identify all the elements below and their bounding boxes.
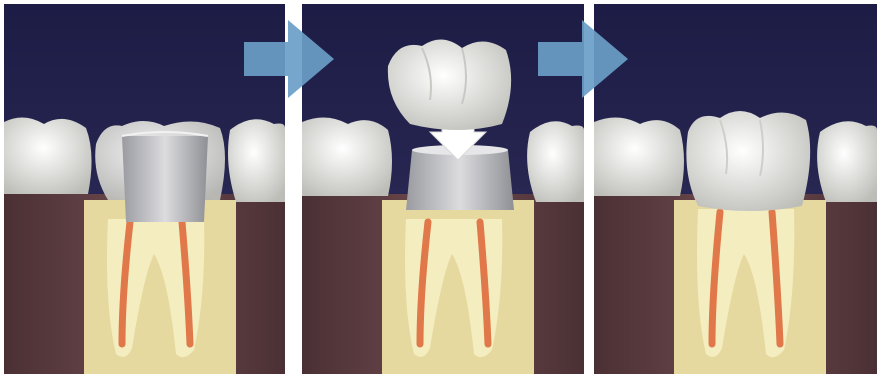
prepared-tooth-illustration [4, 4, 285, 374]
step-arrow-right-icon [244, 14, 340, 104]
panel-prepared-tooth [4, 4, 285, 374]
crown-seated-illustration [594, 4, 877, 374]
panel-crown-seated [594, 4, 877, 374]
step-arrow-right-icon [538, 14, 634, 104]
